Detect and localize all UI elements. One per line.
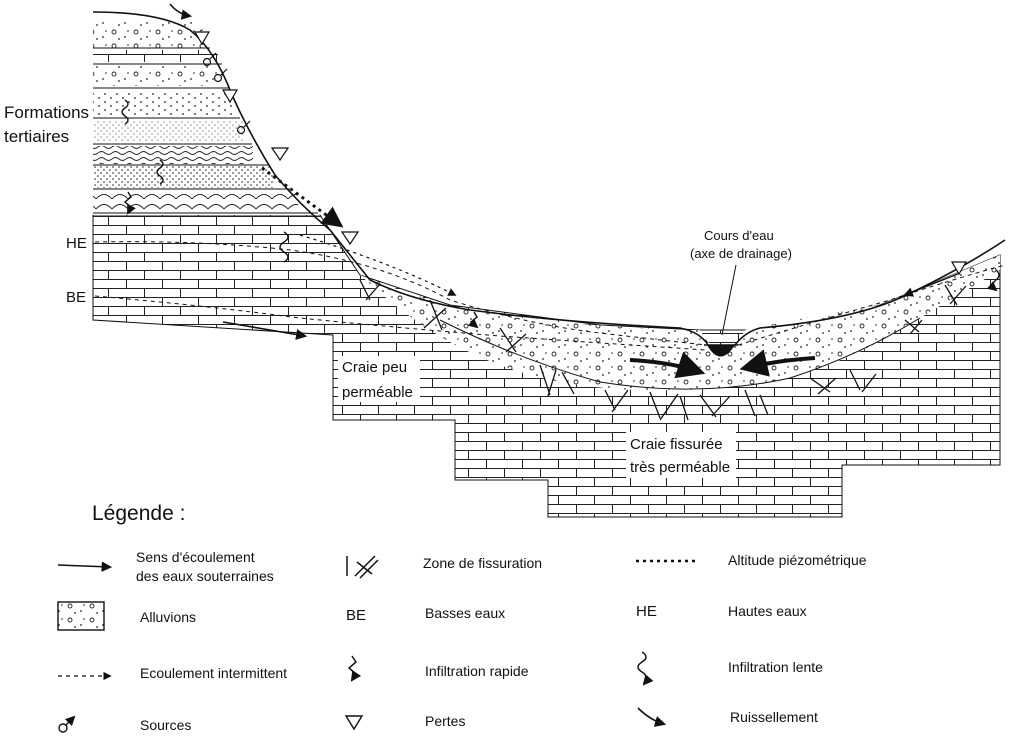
diagram-labels: Formations tertiaires HE BE Cours d'eau …: [4, 103, 792, 478]
legend-piezo: Altitude piézométrique: [728, 552, 867, 568]
sinkhole-symbols: [193, 31, 968, 276]
legend: Légende : Sens d'écoulement des eaux sou…: [57, 502, 867, 733]
label-craie-fiss-2: très perméable: [630, 459, 730, 476]
piezometric-lines: [94, 241, 1006, 351]
legend-infiltration-rapide: Infiltration rapide: [425, 663, 529, 679]
legend-ecoulement-2: des eaux souterraines: [136, 568, 274, 584]
groundwater-flow-arrows: [222, 272, 961, 379]
fissure-zones: [359, 279, 967, 421]
label-craie-peu-1: Craie peu: [342, 359, 407, 376]
label-cours-2: (axe de drainage): [690, 246, 792, 261]
legend-runoff-icon: [637, 707, 667, 727]
spring-symbols: [202, 52, 251, 135]
label-formations-2: tertiaires: [4, 127, 69, 146]
label-formations-1: Formations: [4, 103, 89, 122]
legend-intermittent: Ecoulement intermittent: [140, 665, 287, 681]
legend-infiltration-rapide-icon: [347, 655, 362, 682]
label-he: HE: [66, 235, 87, 252]
legend-basses-eaux: Basses eaux: [425, 605, 505, 621]
legend-spring-icon: [58, 715, 76, 733]
runoff-arrow: [169, 3, 193, 20]
legend-ecoulement-1: Sens d'écoulement: [136, 549, 255, 565]
legend-groundwater-arrow-icon: [57, 561, 113, 572]
legend-alluvions-icon: [57, 601, 105, 631]
legend-fissure-icon: [346, 555, 379, 579]
legend-title: Légende :: [92, 502, 185, 525]
high-water-line: [94, 241, 707, 346]
legend-fissuration: Zone de fissuration: [423, 555, 542, 571]
low-water-line: [94, 295, 707, 351]
legend-hautes-eaux: Hautes eaux: [728, 603, 807, 619]
legend-be-symbol: BE: [346, 607, 366, 624]
legend-pertes: Pertes: [425, 713, 465, 729]
tertiary-formations: [93, 12, 320, 215]
label-cours-1: Cours d'eau: [704, 228, 774, 243]
alluvial-fill: [360, 255, 1000, 391]
legend-sinkhole-icon: [344, 715, 364, 731]
legend-sources: Sources: [140, 717, 191, 733]
legend-he-symbol: HE: [636, 603, 657, 620]
infiltration-symbols: [121, 99, 1000, 329]
river-channel: [704, 344, 738, 357]
legend-infiltration-lente-icon: [637, 651, 654, 686]
river-label-leader: [721, 264, 737, 336]
legend-alluvions: Alluvions: [140, 609, 196, 625]
legend-ruissellement: Ruissellement: [730, 709, 818, 725]
legend-infiltration-lente: Infiltration lente: [728, 659, 823, 675]
label-craie-fiss-1: Craie fissurée: [630, 436, 723, 453]
label-be: BE: [66, 289, 86, 306]
intermittent-flow-arrows: [261, 166, 457, 296]
label-craie-peu-2: perméable: [342, 384, 413, 401]
